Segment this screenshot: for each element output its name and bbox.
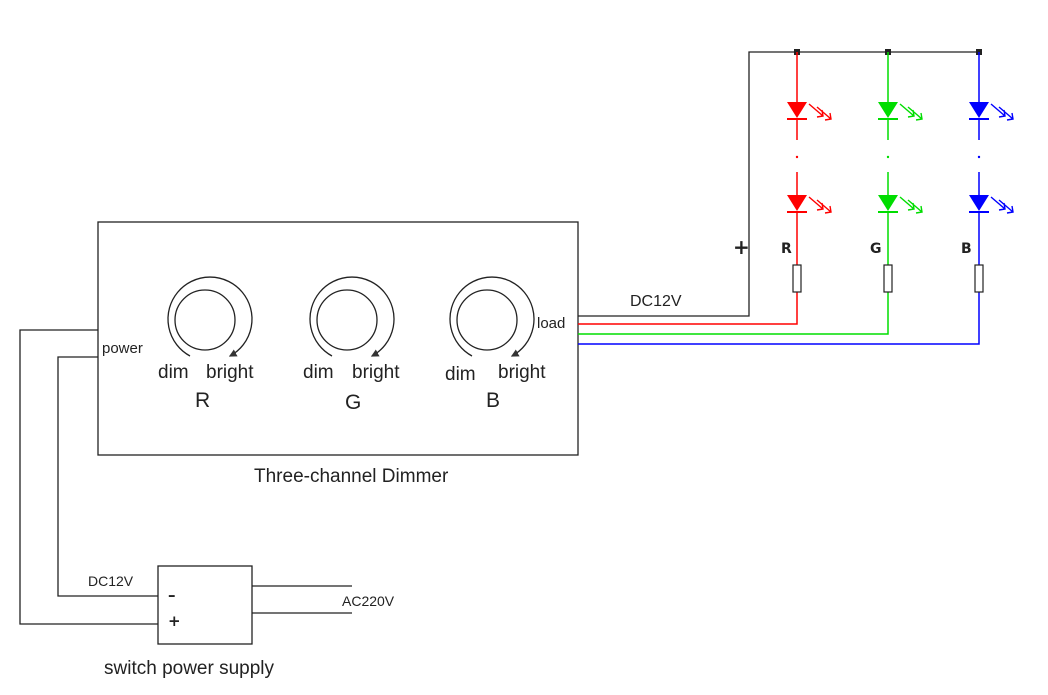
knob-b-dim-label: dim <box>445 364 476 385</box>
power-port-label: power <box>102 340 143 357</box>
knob-b[interactable] <box>449 276 535 357</box>
knob-b-channel-label: B <box>486 389 500 412</box>
led-channel-label-g: G <box>870 241 882 257</box>
power-supply-plus-label: + <box>168 612 181 630</box>
power-supply-box <box>157 565 253 645</box>
led-string-r-led-2-light-ray <box>816 199 832 213</box>
knob-g[interactable] <box>309 276 395 357</box>
knob-g-dim-label: dim <box>303 362 334 383</box>
power-supply-dc-label: DC12V <box>88 573 134 589</box>
wire-red <box>578 292 798 325</box>
knob-r-bright-label: bright <box>206 362 254 383</box>
led-string-b-continuation-dot <box>977 155 981 159</box>
led-string-r-led-2-led-icon <box>787 195 807 211</box>
led-string-g-led-2-light-ray <box>907 199 923 213</box>
led-string-b-led-1-light-ray <box>990 103 1006 117</box>
plus-terminal-label: + <box>733 235 750 259</box>
load-port-label: load <box>537 315 565 332</box>
power-supply-title: switch power supply <box>104 658 275 679</box>
led-string-b-led-2-light-arrowhead <box>1006 205 1014 214</box>
power-supply-minus-label: – <box>168 586 176 604</box>
led-string-g-continuation-dot <box>886 155 890 159</box>
wire-common-positive <box>578 51 979 317</box>
ac-input-label: AC220V <box>342 593 395 609</box>
knob-r[interactable] <box>167 276 253 357</box>
led-string-b-led-1-led-icon <box>969 102 989 118</box>
wire-green <box>578 292 889 335</box>
led-channel-label-r: R <box>781 241 792 257</box>
led-string-g-resistor <box>883 264 893 293</box>
dimmer-box <box>97 221 579 456</box>
led-string-r-led-1-light-ray <box>808 103 824 117</box>
led-string-r-led-1-led-icon <box>787 102 807 118</box>
led-string-r-continuation-dot <box>795 155 799 159</box>
led-string-g-led-2-led-icon <box>878 195 898 211</box>
led-strings <box>787 52 1014 293</box>
led-string-g-led-1-light-ray <box>907 106 923 120</box>
led-string-g-led-1-light-ray <box>899 103 915 117</box>
led-channel-label-b: B <box>961 241 972 257</box>
led-string-b-resistor <box>974 264 984 293</box>
output-dc-label: DC12V <box>630 293 682 310</box>
knob-g-channel-label: G <box>345 391 361 414</box>
led-string-r-led-2-light-arrowhead <box>824 205 832 214</box>
led-string-r-resistor <box>792 264 802 293</box>
knob-r-dim-label: dim <box>158 362 189 383</box>
led-string-b-led-2-light-ray <box>990 196 1006 210</box>
led-string-r-led-2-light-ray <box>808 196 824 210</box>
led-string-b-led-1-light-ray <box>998 106 1014 120</box>
led-string-g-led-2-light-ray <box>899 196 915 210</box>
led-string-r-led-1-light-ray <box>816 106 832 120</box>
led-string-b-led-2-led-icon <box>969 195 989 211</box>
dimmer-title: Three-channel Dimmer <box>254 466 449 487</box>
wire-blue <box>578 292 980 345</box>
led-string-g-led-1-light-arrowhead <box>915 112 923 121</box>
knob-b-bright-label: bright <box>498 362 546 383</box>
knob-g-bright-label: bright <box>352 362 400 383</box>
led-string-b-led-1-light-arrowhead <box>1006 112 1014 121</box>
wire-power-negative <box>57 356 158 597</box>
knob-r-channel-label: R <box>195 389 210 412</box>
wire-power-positive <box>19 329 158 625</box>
led-string-g-led-2-light-arrowhead <box>915 205 923 214</box>
led-string-r-led-1-light-arrowhead <box>824 112 832 121</box>
led-string-g-led-1-led-icon <box>878 102 898 118</box>
led-string-b-led-2-light-ray <box>998 199 1014 213</box>
